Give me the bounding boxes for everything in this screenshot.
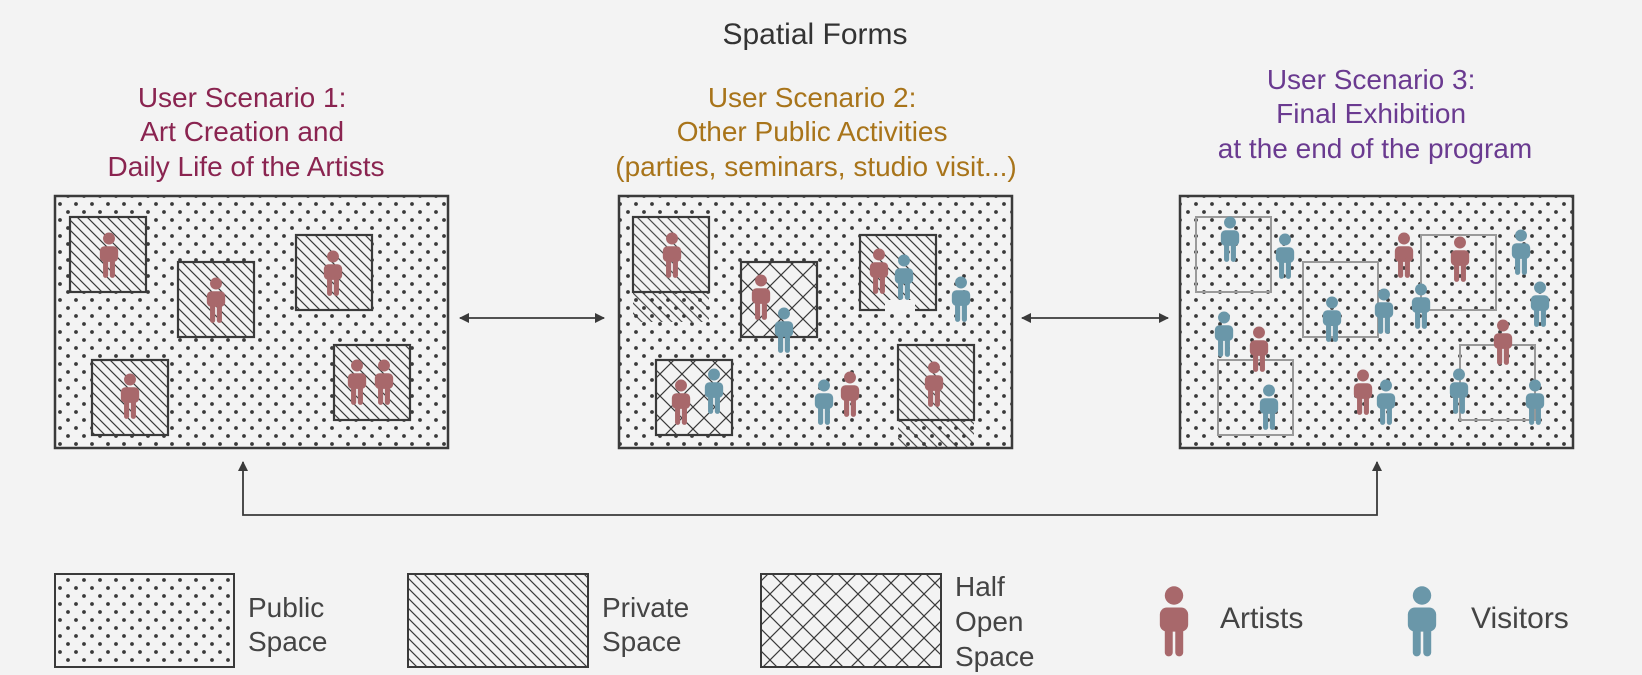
- scenario-2-title-line: Other Public Activities: [677, 116, 948, 147]
- legend-public-space: Public Space: [54, 573, 332, 668]
- scenario-1-title-line: Daily Life of the Artists: [107, 151, 384, 182]
- visitors-label: Visitors: [1471, 602, 1569, 635]
- private-space-swatch-hatch: [408, 574, 588, 667]
- visitor-legend-icon: [1407, 586, 1437, 657]
- legend-half-open-space: Half Open Space: [760, 571, 1034, 672]
- legend-artists: Artists: [1159, 586, 1303, 657]
- legend: Public Space Private Space Half Open Spa…: [54, 571, 1569, 672]
- private-room: [294, 233, 374, 312]
- half-open-room: [654, 358, 734, 437]
- scenario-2-plan: [617, 194, 1014, 450]
- legend-label-line: Space: [955, 641, 1034, 672]
- legend-private-space: Private Space: [407, 573, 697, 668]
- half-open-space-swatch-cross: [761, 574, 941, 667]
- legend-label-line: Space: [248, 626, 327, 657]
- public-space-label: Public Space: [248, 592, 332, 657]
- scenario-3-title: User Scenario 3: Final Exhibition at the…: [1218, 64, 1532, 164]
- artists-label: Artists: [1220, 602, 1303, 635]
- public-space-swatch-dots: [55, 574, 234, 667]
- half-open-space-label: Half Open Space: [955, 571, 1034, 672]
- legend-label-line: Private: [602, 592, 689, 623]
- scenario-3-title-line: User Scenario 3:: [1267, 64, 1476, 95]
- legend-label-line: Half: [955, 571, 1005, 602]
- open-room-outline: [1302, 261, 1379, 338]
- open-room-outline: [1420, 234, 1497, 311]
- artist-legend-icon: [1159, 586, 1189, 657]
- private-space-label: Private Space: [602, 592, 697, 657]
- diagram-title: Spatial Forms: [722, 18, 907, 51]
- scenario-2-title-line: (parties, seminars, studio visit...): [615, 151, 1016, 182]
- scenario-1-title-line: Art Creation and: [140, 116, 344, 147]
- loop-arrow-icon: [238, 461, 1382, 516]
- private-room: [332, 343, 412, 422]
- legend-label-line: Open: [955, 606, 1024, 637]
- scenario-3-title-line: Final Exhibition: [1276, 98, 1466, 129]
- legend-visitors: Visitors: [1407, 586, 1569, 657]
- legend-label-line: Space: [602, 626, 681, 657]
- scenario-1-title: User Scenario 1: Art Creation and Daily …: [107, 82, 384, 182]
- scenario-2-title-line: User Scenario 2:: [708, 82, 917, 113]
- scenario-1-plan: [53, 194, 450, 450]
- scenario-1-title-line: User Scenario 1:: [138, 82, 347, 113]
- legend-label-line: Public: [248, 592, 324, 623]
- scenario-3-title-line: at the end of the program: [1218, 133, 1532, 164]
- open-room-outline: [1195, 216, 1272, 293]
- scenario-2-title: User Scenario 2: Other Public Activities…: [615, 82, 1016, 182]
- scenario-3-plan: [1178, 194, 1575, 450]
